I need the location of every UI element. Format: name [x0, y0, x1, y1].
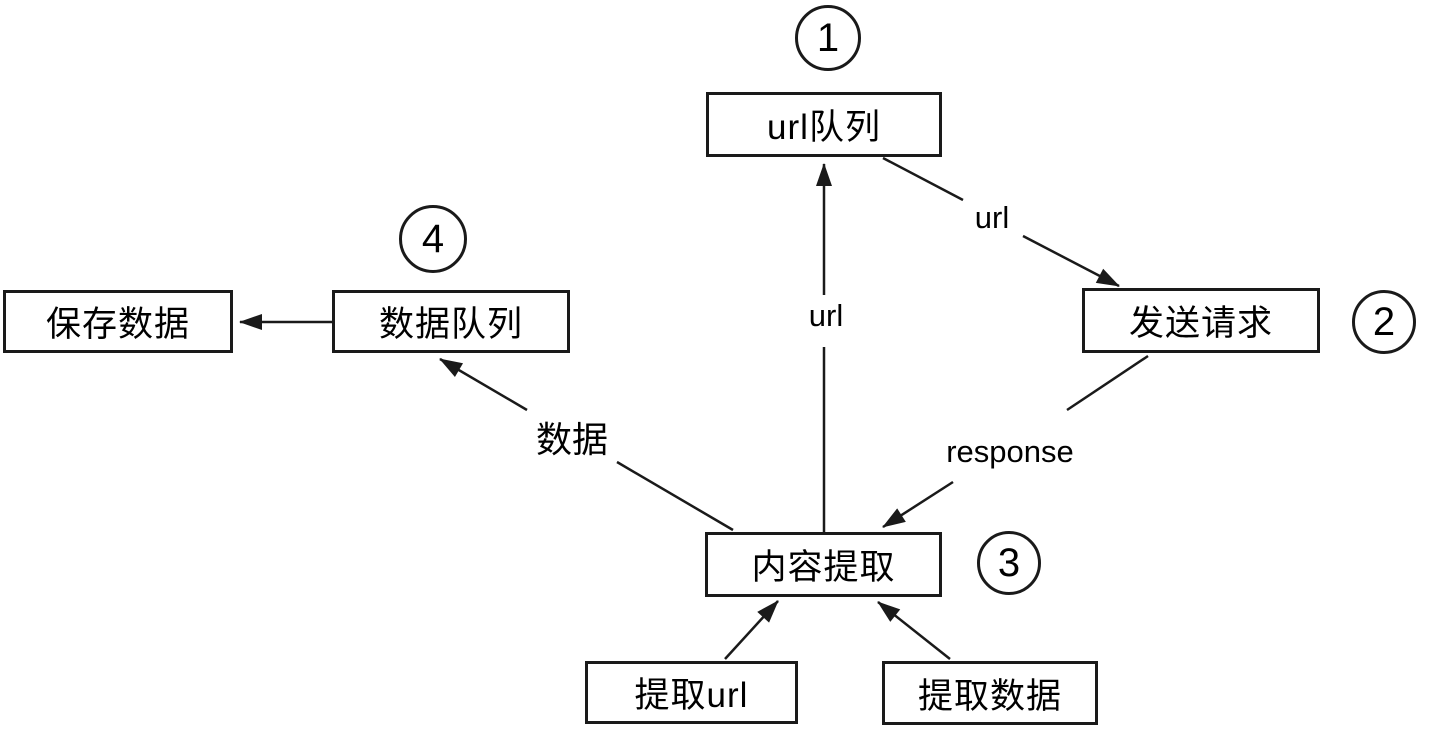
- node-save-data: 保存数据: [3, 290, 233, 353]
- edge-label-response: response: [943, 434, 1077, 470]
- node-data-queue: 数据队列: [332, 290, 570, 353]
- edge-extractdata-to-extract: [877, 601, 951, 660]
- edge-label-url-vertical: url: [805, 298, 847, 334]
- node-send-request: 发送请求: [1082, 288, 1320, 353]
- node-url-queue: url队列: [706, 92, 942, 157]
- node-extract-url: 提取url: [585, 661, 798, 724]
- node-content-extract: 内容提取: [705, 532, 942, 597]
- step-badge-1: 1: [795, 5, 861, 71]
- edge-urlqueue-to-request-upper: [882, 156, 964, 202]
- edge-label-data: 数据: [532, 411, 612, 463]
- edge-extracturl-to-extract: [724, 600, 779, 660]
- step-badge-2: 2: [1352, 290, 1416, 354]
- node-extract-data: 提取数据: [882, 661, 1098, 725]
- step-badge-3: 3: [977, 531, 1041, 595]
- step-badge-4: 4: [399, 205, 467, 273]
- edge-request-to-extract-upper: [1066, 354, 1149, 412]
- edge-urlqueue-to-request-lower: [1022, 234, 1120, 288]
- edge-extract-to-dataqueue-lower: [616, 460, 734, 532]
- edge-request-to-extract-lower: [882, 480, 954, 529]
- edge-label-url-diagonal: url: [971, 200, 1013, 236]
- edge-extract-to-dataqueue-upper: [439, 357, 528, 412]
